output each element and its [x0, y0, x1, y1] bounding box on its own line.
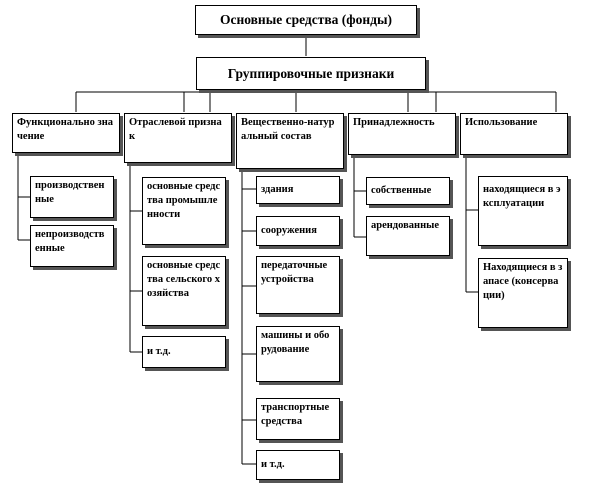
- item-etc-material: и т.д.: [256, 450, 340, 480]
- category-usage: Использование: [460, 113, 568, 155]
- category-industry: Отраслевой признак: [124, 113, 232, 163]
- item-etc-industry: и т.д.: [142, 336, 226, 368]
- item-leased: арендованные: [366, 216, 450, 256]
- item-transmission-devices: передаточные устройства: [256, 256, 340, 314]
- item-vehicles: транспортные средства: [256, 398, 340, 440]
- diagram-title: Основные средства (фонды): [195, 5, 417, 35]
- item-machinery: машины и оборудование: [256, 326, 340, 382]
- item-agriculture-means: основные средства сельского хозяйства: [142, 256, 226, 326]
- item-constructions: сооружения: [256, 216, 340, 246]
- group-header: Группировочные признаки: [196, 57, 426, 90]
- item-nonproductive: непроизводственные: [30, 225, 114, 267]
- item-in-operation: находящиеся в эксплуатации: [478, 176, 568, 246]
- item-buildings: здания: [256, 176, 340, 204]
- category-functional: Функционально значение: [12, 113, 120, 153]
- category-material: Вещественно-натуральный состав: [236, 113, 344, 169]
- item-productive: производственные: [30, 176, 114, 218]
- category-ownership: Принадлежность: [348, 113, 456, 155]
- item-own: собственные: [366, 177, 450, 205]
- item-in-reserve: Находящиеся в запасе (консервации): [478, 258, 568, 328]
- item-industry-means: основные средства промышленности: [142, 177, 226, 245]
